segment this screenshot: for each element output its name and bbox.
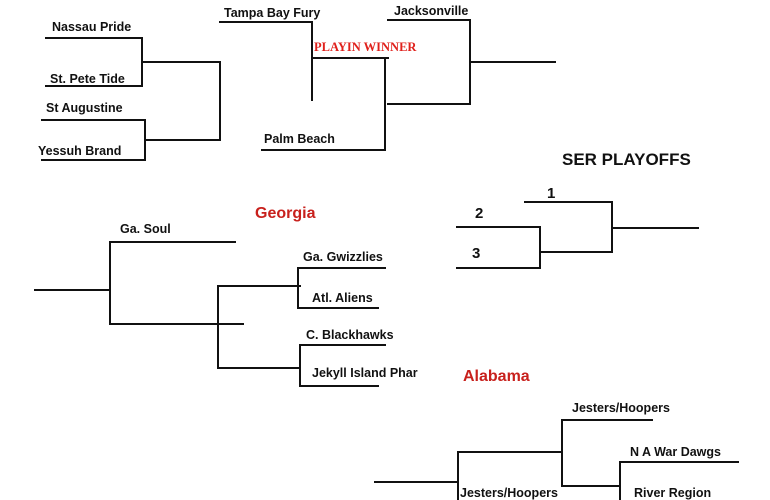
team-na-war-dawgs: N A War Dawgs [630, 445, 721, 459]
team-st-augustine: St Augustine [46, 101, 123, 115]
playoffs-title: SER PLAYOFFS [562, 150, 691, 169]
team-c-blackhawks: C. Blackhawks [306, 328, 394, 342]
region-title-alabama: Alabama [463, 368, 530, 385]
team-playin-winner: PLAYIN WINNER [314, 40, 417, 54]
team-yessuh-brand: Yessuh Brand [38, 144, 122, 158]
team-ga-gwizzlies: Ga. Gwizzlies [303, 250, 383, 264]
team-tampa-bay-fury: Tampa Bay Fury [224, 6, 321, 20]
seed-2: 2 [475, 205, 484, 222]
team-jesters-hoopers-top: Jesters/Hoopers [572, 401, 670, 415]
team-jekyll-island-phar: Jekyll Island Phar [312, 366, 418, 380]
region-title-georgia: Georgia [255, 205, 316, 222]
team-palm-beach: Palm Beach [264, 132, 335, 146]
team-jesters-hoopers-bottom: Jesters/Hoopers [460, 486, 558, 500]
team-nassau-pride: Nassau Pride [52, 20, 132, 34]
team-st-pete-tide: St. Pete Tide [50, 72, 125, 86]
team-jacksonville: Jacksonville [394, 4, 469, 18]
seed-3: 3 [472, 245, 481, 262]
team-atl-aliens: Atl. Aliens [312, 291, 373, 305]
team-ga-soul: Ga. Soul [120, 222, 171, 236]
seed-1: 1 [547, 185, 556, 202]
team-river-region: River Region [634, 486, 712, 500]
